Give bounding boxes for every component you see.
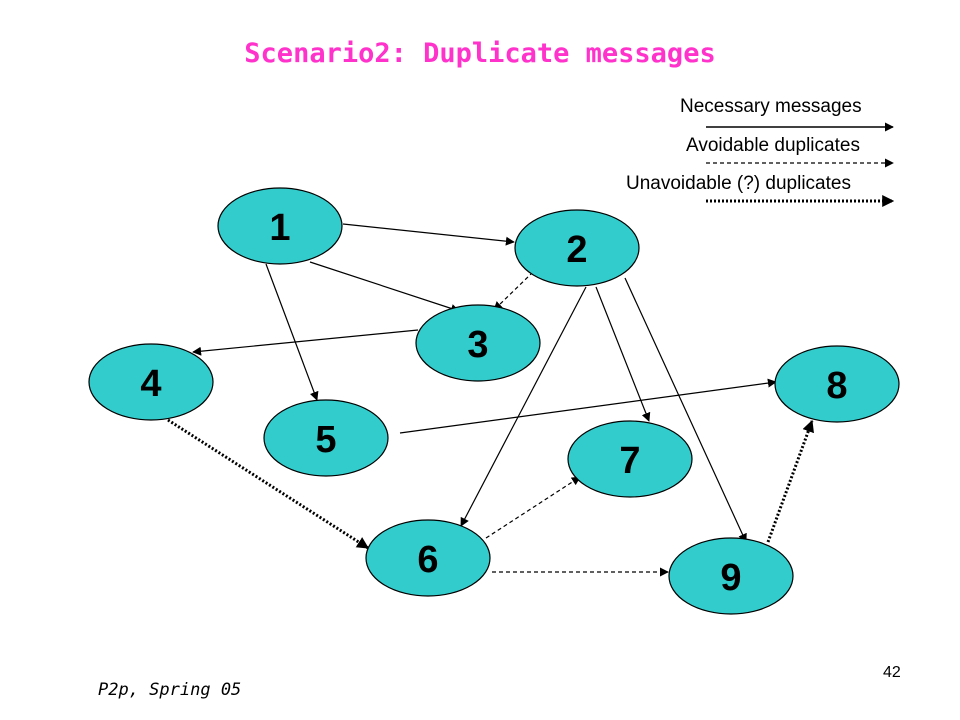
edge-2-7 — [595, 286, 651, 422]
node-1-label: 1 — [269, 207, 290, 249]
edge-9-8-dup — [766, 419, 814, 543]
edge-2-3-dup — [493, 271, 534, 311]
node-2-label: 2 — [566, 229, 587, 271]
edge-6-7-dup — [485, 476, 581, 539]
edge-5-8 — [399, 378, 777, 434]
footer-course: P2p, Spring 05 — [98, 680, 242, 700]
node-1: 1 — [217, 187, 343, 265]
edge-1-3 — [309, 261, 460, 313]
node-6: 6 — [365, 519, 491, 597]
node-9: 9 — [668, 537, 794, 615]
node-5: 5 — [263, 399, 389, 477]
node-4: 4 — [88, 343, 214, 421]
legend-necessary-label: Necessary messages — [680, 96, 862, 117]
edge-1-2 — [342, 223, 515, 246]
page-number: 42 — [883, 664, 901, 681]
node-7-label: 7 — [619, 440, 640, 482]
legend-unavoidable-label: Unavoidable (?) duplicates — [626, 173, 851, 194]
node-9-label: 9 — [720, 557, 741, 599]
node-2: 2 — [514, 209, 640, 287]
node-3: 3 — [415, 304, 541, 382]
node-4-label: 4 — [140, 363, 161, 405]
slide-title: Scenario2: Duplicate messages — [244, 38, 716, 69]
edge-2-6 — [460, 286, 587, 527]
edge-4-6-dup — [167, 418, 370, 550]
node-6-label: 6 — [417, 539, 438, 581]
edge-1-5 — [265, 263, 319, 401]
edge-2-9 — [624, 277, 747, 543]
node-8-label: 8 — [826, 365, 847, 407]
node-8: 8 — [774, 345, 900, 423]
node-5-label: 5 — [315, 419, 336, 461]
edge-3-4 — [192, 329, 419, 356]
node-7: 7 — [567, 420, 693, 498]
node-3-label: 3 — [467, 324, 488, 366]
legend-avoidable-label: Avoidable duplicates — [686, 135, 860, 156]
